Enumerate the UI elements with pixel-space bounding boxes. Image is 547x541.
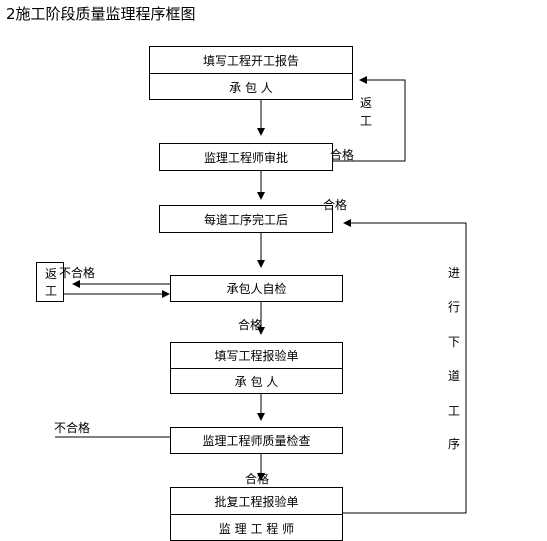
start-report-label: 填写工程开工报告 — [202, 54, 299, 68]
approve-form-label: 批复工程报验单 — [214, 494, 299, 509]
quality-fail-label: 不合格 — [54, 421, 91, 435]
approve-form-owner: 监 理 工 程 师 — [218, 521, 295, 536]
next-process-char-6: 序 — [448, 437, 461, 451]
next-process-char-3: 下 — [448, 335, 461, 349]
self-check-label: 承包人自检 — [226, 282, 287, 296]
next-process-char-1: 进 — [448, 266, 461, 280]
quality-check-box: 监理工程师质量检查 — [170, 427, 343, 454]
next-process-loop-line — [343, 219, 467, 514]
pass-label-1: 合格 — [330, 148, 355, 162]
pass-label-2: 合格 — [323, 198, 348, 212]
selfcheck-fail-label: 不合格 — [59, 266, 96, 280]
rework-box: 返 工 — [36, 262, 64, 302]
approve-form-box: 批复工程报验单 监 理 工 程 师 — [170, 487, 343, 541]
rework-label-char-2: 工 — [360, 114, 373, 128]
rework-loop-line — [333, 76, 406, 162]
rework-box-char-2: 工 — [45, 284, 58, 298]
self-check-box: 承包人自检 — [170, 275, 343, 302]
rework-box-char-1: 返 — [45, 267, 58, 281]
inspection-form-owner: 承 包 人 — [234, 375, 279, 389]
quality-check-label: 监理工程师质量检查 — [202, 434, 311, 448]
rework-label-char-1: 返 — [360, 96, 373, 110]
next-process-char-2: 行 — [448, 300, 461, 314]
inspection-form-box: 填写工程报验单 承 包 人 — [170, 342, 343, 394]
engineer-approval-box: 监理工程师审批 — [159, 143, 333, 171]
start-report-owner: 承 包 人 — [229, 81, 273, 95]
next-process-char-4: 道 — [448, 369, 461, 383]
pass-label-4: 合格 — [245, 472, 270, 486]
next-process-char-5: 工 — [448, 404, 461, 418]
process-done-label: 每道工序完工后 — [203, 212, 288, 227]
inspection-form-label: 填写工程报验单 — [214, 349, 299, 363]
engineer-approval-label: 监理工程师审批 — [203, 150, 288, 165]
diagram-title: 2施工阶段质量监理程序框图 — [6, 5, 196, 23]
process-done-box: 每道工序完工后 — [159, 205, 333, 233]
start-report-box: 填写工程开工报告 承 包 人 — [149, 46, 353, 100]
pass-label-3: 合格 — [238, 318, 263, 332]
